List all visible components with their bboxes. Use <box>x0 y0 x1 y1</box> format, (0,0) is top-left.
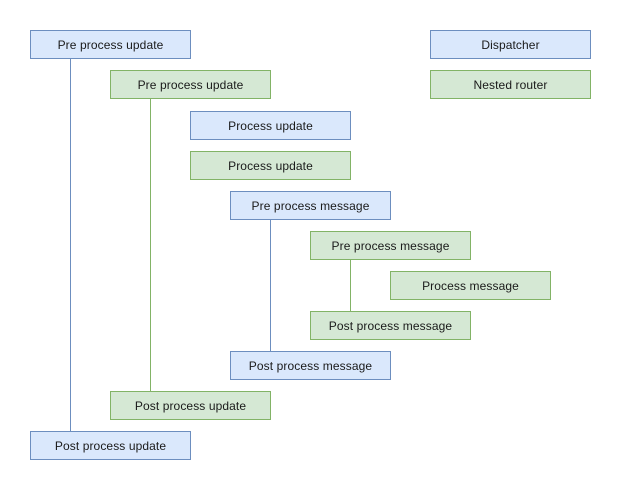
process-node-label: Post process update <box>54 438 167 453</box>
process-node-label: Pre process message <box>251 198 370 213</box>
connector-n6-to-n8 <box>350 260 351 311</box>
process-node[interactable]: Process update <box>190 151 351 180</box>
legend-item-dispatcher[interactable]: Dispatcher <box>430 30 591 59</box>
process-node[interactable]: Process message <box>390 271 551 300</box>
process-node[interactable]: Process update <box>190 111 351 140</box>
process-node[interactable]: Post process message <box>310 311 471 340</box>
process-node[interactable]: Pre process update <box>30 30 191 59</box>
process-node-label: Post process update <box>134 398 247 413</box>
process-node-label: Process update <box>228 118 313 133</box>
connector-n2-to-n10 <box>150 99 151 391</box>
connector-n1-to-n11 <box>70 59 71 431</box>
process-node-label: Process update <box>228 158 313 173</box>
process-node[interactable]: Post process message <box>230 351 391 380</box>
legend-item-label: Nested router <box>473 77 548 92</box>
process-node-label: Process message <box>422 278 519 293</box>
legend-item-nested-router[interactable]: Nested router <box>430 70 591 99</box>
connector-n5-to-n9 <box>270 220 271 351</box>
process-node[interactable]: Pre process message <box>230 191 391 220</box>
process-node-label: Pre process update <box>137 77 244 92</box>
process-node[interactable]: Post process update <box>30 431 191 460</box>
process-node-label: Pre process update <box>57 37 164 52</box>
process-node-label: Post process message <box>248 358 373 373</box>
process-node-label: Post process message <box>328 318 453 333</box>
process-node[interactable]: Pre process message <box>310 231 471 260</box>
process-node[interactable]: Pre process update <box>110 70 271 99</box>
legend-item-label: Dispatcher <box>481 37 540 52</box>
process-node[interactable]: Post process update <box>110 391 271 420</box>
process-node-label: Pre process message <box>331 238 450 253</box>
